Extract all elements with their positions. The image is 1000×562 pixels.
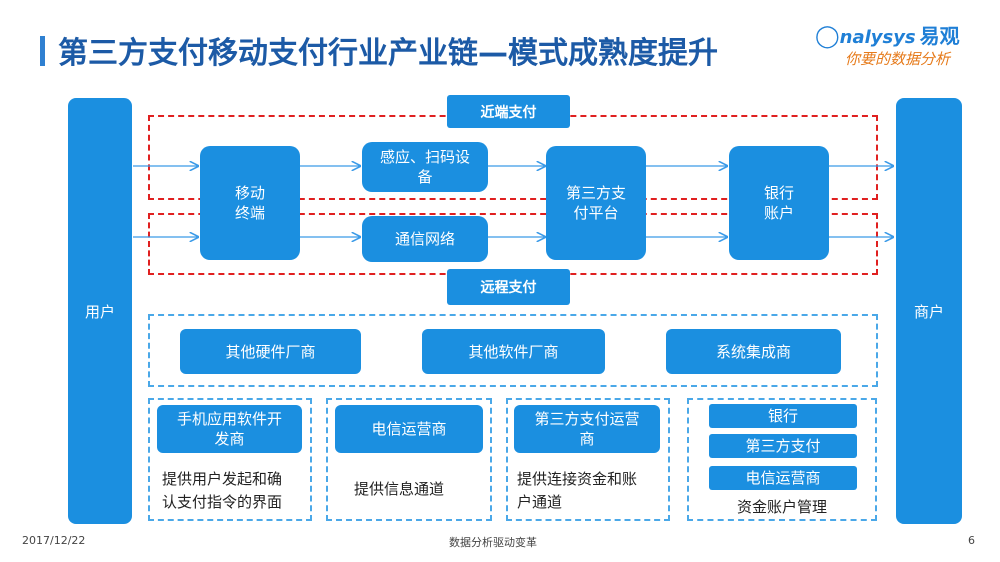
page-number: 6 — [968, 534, 975, 547]
role-panel-app-dev — [148, 398, 312, 521]
title-accent-bar — [40, 36, 45, 66]
account-bank-box: 银行 — [709, 404, 857, 428]
near-field-label: 近端支付 — [447, 95, 570, 128]
app-developer-desc: 提供用户发起和确 认支付指令的界面 — [162, 470, 283, 511]
vendors-region — [148, 314, 878, 387]
footer-date: 2017/12/22 — [22, 534, 86, 547]
telecom-network-box: 通信网络 — [362, 216, 488, 262]
mobile-terminal-box: 移动 终端 — [200, 146, 300, 260]
role-panel-accounts — [687, 398, 877, 521]
footer-slogan: 数据分析驱动变革 — [449, 536, 537, 549]
sensing-device-box: 感应、扫码设 备 — [362, 142, 488, 192]
logo-text: nalysys — [839, 27, 916, 48]
third-party-platform-box: 第三方支 付平台 — [546, 146, 646, 260]
user-pillar: 用户 — [68, 98, 132, 524]
account-third-party-box: 第三方支付 — [709, 434, 857, 458]
remote-label: 远程支付 — [447, 269, 570, 305]
merchant-label: 商户 — [913, 302, 944, 321]
role-panel-third-party — [506, 398, 670, 521]
app-developer-box: 手机应用软件开 发商 — [157, 405, 302, 453]
third-party-operator-box: 第三方支付运营 商 — [514, 405, 660, 453]
account-telecom-box: 电信运营商 — [709, 466, 857, 490]
system-integrator-box: 系统集成商 — [666, 329, 841, 374]
account-group-desc: 资金账户管理 — [736, 498, 827, 516]
bank-account-box: 银行 账户 — [729, 146, 829, 260]
logo-slogan: 你要的数据分析 — [845, 50, 951, 68]
role-panel-telecom — [326, 398, 492, 521]
software-vendor-box: 其他软件厂商 — [422, 329, 605, 374]
telecom-operator-desc: 提供信息通道 — [354, 480, 445, 498]
third-party-operator-desc: 提供连接资金和账 户通道 — [517, 470, 638, 511]
hardware-vendor-box: 其他硬件厂商 — [180, 329, 361, 374]
user-label: 用户 — [84, 302, 115, 321]
logo-swoosh-icon: ◯ — [815, 24, 840, 49]
telecom-operator-box: 电信运营商 — [335, 405, 483, 453]
page-title: 第三方支付移动支付行业产业链—模式成熟度提升 — [58, 36, 718, 71]
merchant-pillar: 商户 — [896, 98, 962, 524]
logo-cn: 易观 — [919, 24, 960, 48]
